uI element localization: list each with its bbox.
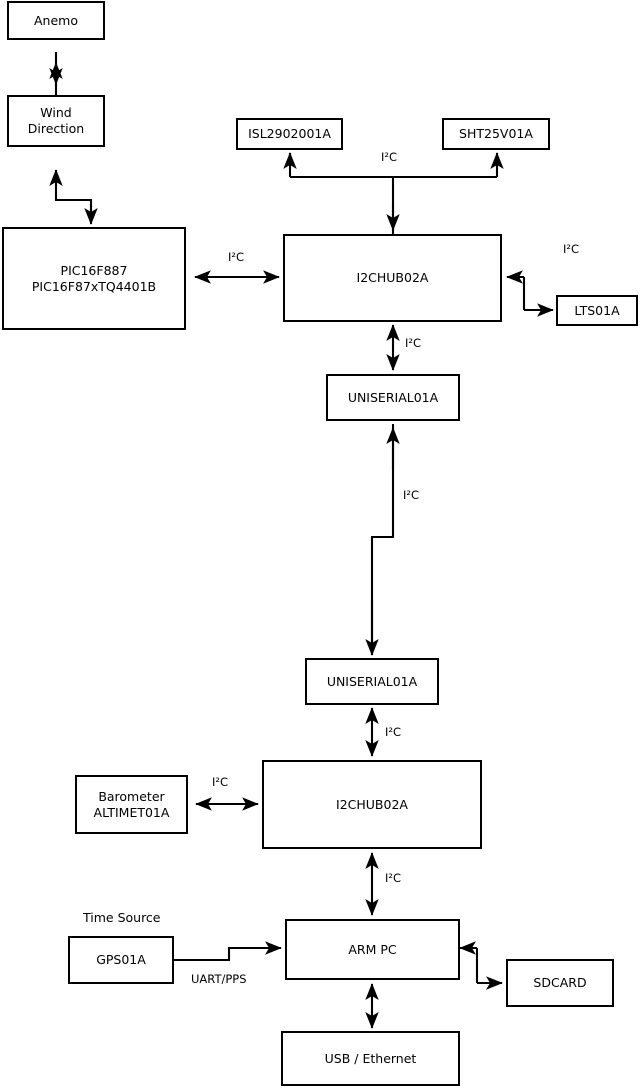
node-i2chub02a-top-label: I2CHUB02A — [356, 270, 429, 286]
node-pic-mcu[interactable]: PIC16F887 PIC16F87xTQ4401B — [2, 227, 186, 330]
node-anemo[interactable]: Anemo — [7, 1, 105, 40]
node-i2chub02a-bottom-label: I2CHUB02A — [336, 796, 408, 812]
node-usb-ethernet[interactable]: USB / Ethernet — [281, 1031, 460, 1086]
edge-label-barometer-hub: I²C — [212, 775, 229, 789]
edge-label-hub-uniserial: I²C — [405, 336, 422, 350]
node-uniserial01a-bottom-label: UNISERIAL01A — [326, 673, 418, 689]
node-isl2902001a-label: ISL2902001A — [248, 126, 331, 142]
node-lts01a[interactable]: LTS01A — [556, 295, 638, 326]
node-sdcard[interactable]: SDCARD — [506, 959, 614, 1007]
node-arm-pc[interactable]: ARM PC — [285, 919, 460, 980]
edge-label-uniserial-hub-bottom: I²C — [385, 725, 402, 739]
wire-uniserial-link-body — [370, 424, 395, 655]
node-sht25v01a[interactable]: SHT25V01A — [442, 118, 550, 150]
node-wind-direction[interactable]: Wind Direction — [7, 95, 105, 147]
node-uniserial01a-bottom[interactable]: UNISERIAL01A — [305, 658, 439, 705]
edge-label-hub-arm: I²C — [385, 871, 402, 885]
node-barometer[interactable]: Barometer ALTIMET01A — [75, 775, 188, 834]
node-usb-ethernet-label: USB / Ethernet — [324, 1050, 417, 1066]
node-sht25v01a-label: SHT25V01A — [459, 126, 533, 142]
edge-label-top-bus: I²C — [381, 150, 398, 164]
edge-label-gps-arm: UART/PPS — [191, 972, 247, 986]
node-gps01a-label: GPS01A — [96, 952, 146, 968]
wire-gps-to-arm-body — [174, 946, 275, 962]
node-uniserial01a-top[interactable]: UNISERIAL01A — [326, 374, 460, 421]
node-i2chub02a-bottom[interactable]: I2CHUB02A — [262, 760, 482, 849]
edge-label-uniserial-uniserial: I²C — [403, 488, 420, 502]
node-barometer-label: Barometer ALTIMET01A — [93, 788, 170, 820]
wire-pic-to-wind-body — [54, 190, 93, 216]
node-lts01a-label: LTS01A — [574, 302, 620, 318]
node-pic-mcu-label: PIC16F887 PIC16F87xTQ4401B — [31, 262, 157, 294]
edge-label-hub-lts: I²C — [563, 242, 580, 256]
node-gps01a[interactable]: GPS01A — [68, 936, 174, 984]
node-arm-pc-label: ARM PC — [348, 941, 397, 957]
node-sdcard-label: SDCARD — [533, 975, 587, 991]
node-i2chub02a-top[interactable]: I2CHUB02A — [283, 234, 502, 322]
node-anemo-label: Anemo — [34, 12, 78, 28]
edge-label-pic-hub: I²C — [228, 250, 245, 264]
node-uniserial01a-top-label: UNISERIAL01A — [347, 389, 439, 405]
label-time-source: Time Source — [83, 910, 161, 925]
node-wind-direction-label: Wind Direction — [27, 105, 85, 136]
node-isl2902001a[interactable]: ISL2902001A — [236, 118, 343, 150]
